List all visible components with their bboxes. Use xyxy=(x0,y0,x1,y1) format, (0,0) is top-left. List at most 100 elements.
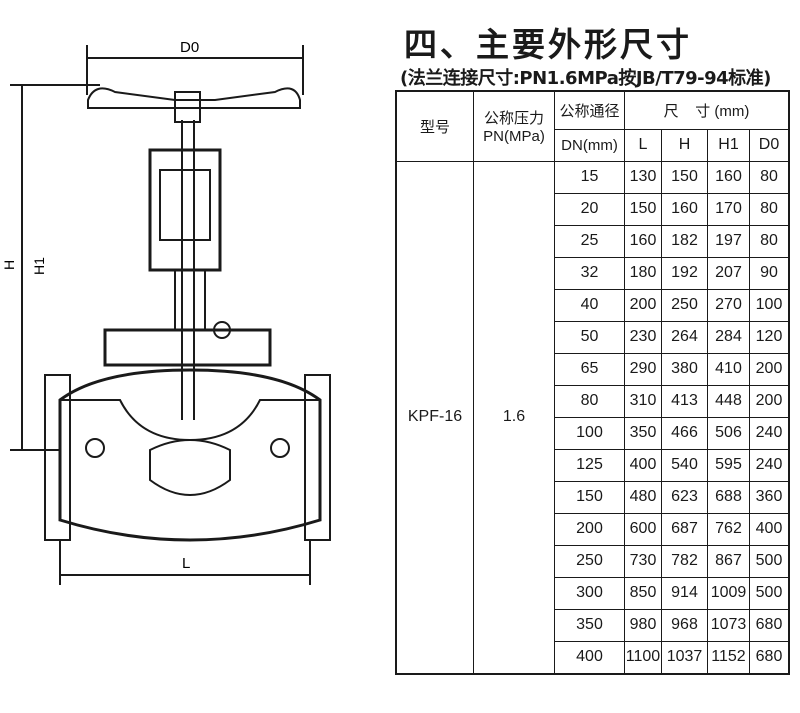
l-cell: 310 xyxy=(624,384,662,418)
dn-cell: 25 xyxy=(554,224,625,258)
l-cell: 350 xyxy=(624,416,662,450)
h1-cell: 688 xyxy=(707,480,750,514)
h1-cell: 160 xyxy=(707,160,750,194)
h-cell: 413 xyxy=(661,384,708,418)
dn-cell: 32 xyxy=(554,256,625,290)
l-cell: 230 xyxy=(624,320,662,354)
h-cell: 540 xyxy=(661,448,708,482)
h-cell: 782 xyxy=(661,544,708,578)
section-title: 四、主要外形尺寸 xyxy=(404,25,692,64)
h-cell: 182 xyxy=(661,224,708,258)
header-dimensions: 尺 寸 (mm) xyxy=(624,90,790,130)
dn-cell: 40 xyxy=(554,288,625,322)
dn-cell: 65 xyxy=(554,352,625,386)
d0-cell: 200 xyxy=(749,352,790,386)
d0-cell: 80 xyxy=(749,192,790,226)
dn-cell: 50 xyxy=(554,320,625,354)
header-h: H xyxy=(661,128,708,162)
h-cell: 150 xyxy=(661,160,708,194)
d0-cell: 500 xyxy=(749,544,790,578)
h1-cell: 170 xyxy=(707,192,750,226)
pressure-cell: 1.6 xyxy=(473,160,555,674)
h-cell: 968 xyxy=(661,608,708,642)
header-l: L xyxy=(624,128,662,162)
h1-cell: 207 xyxy=(707,256,750,290)
d0-cell: 240 xyxy=(749,448,790,482)
dn-cell: 150 xyxy=(554,480,625,514)
h1-cell: 270 xyxy=(707,288,750,322)
l-cell: 850 xyxy=(624,576,662,610)
dn-cell: 300 xyxy=(554,576,625,610)
l-cell: 480 xyxy=(624,480,662,514)
dn-cell: 400 xyxy=(554,640,625,674)
l-cell: 600 xyxy=(624,512,662,546)
h1-cell: 1073 xyxy=(707,608,750,642)
header-dn: DN(mm) xyxy=(554,128,625,162)
d0-cell: 680 xyxy=(749,640,790,674)
header-d0: D0 xyxy=(749,128,790,162)
header-diameter: 公称通径 xyxy=(554,90,625,130)
d0-cell: 500 xyxy=(749,576,790,610)
d0-cell: 80 xyxy=(749,224,790,258)
d0-cell: 80 xyxy=(749,160,790,194)
h1-cell: 1009 xyxy=(707,576,750,610)
h-cell: 466 xyxy=(661,416,708,450)
d0-cell: 240 xyxy=(749,416,790,450)
d0-cell: 120 xyxy=(749,320,790,354)
h1-cell: 410 xyxy=(707,352,750,386)
h-cell: 192 xyxy=(661,256,708,290)
h1-cell: 284 xyxy=(707,320,750,354)
dn-cell: 20 xyxy=(554,192,625,226)
l-cell: 160 xyxy=(624,224,662,258)
dn-cell: 250 xyxy=(554,544,625,578)
model-cell: KPF-16 xyxy=(395,160,474,674)
h-cell: 264 xyxy=(661,320,708,354)
header-pressure-line2: PN(MPa) xyxy=(483,128,545,146)
h1-cell: 448 xyxy=(707,384,750,418)
h-cell: 623 xyxy=(661,480,708,514)
d0-label: D0 xyxy=(180,39,199,56)
dn-cell: 100 xyxy=(554,416,625,450)
h-cell: 160 xyxy=(661,192,708,226)
h1-cell: 595 xyxy=(707,448,750,482)
l-cell: 180 xyxy=(624,256,662,290)
header-h1: H1 xyxy=(707,128,750,162)
d0-cell: 90 xyxy=(749,256,790,290)
h1-cell: 762 xyxy=(707,512,750,546)
l-cell: 1100 xyxy=(624,640,662,674)
dn-cell: 125 xyxy=(554,448,625,482)
h1-cell: 506 xyxy=(707,416,750,450)
h1-cell: 867 xyxy=(707,544,750,578)
dn-cell: 80 xyxy=(554,384,625,418)
h-cell: 687 xyxy=(661,512,708,546)
l-cell: 730 xyxy=(624,544,662,578)
section-subtitle: (法兰连接尺寸:PN1.6MPa按JB/T79-94标准) xyxy=(400,68,771,89)
dn-cell: 15 xyxy=(554,160,625,194)
dn-cell: 200 xyxy=(554,512,625,546)
valve-drawing: D0 H H1 L xyxy=(1,39,331,585)
l-cell: 200 xyxy=(624,288,662,322)
d0-cell: 680 xyxy=(749,608,790,642)
l-cell: 130 xyxy=(624,160,662,194)
l-label: L xyxy=(182,555,190,572)
h-cell: 380 xyxy=(661,352,708,386)
d0-cell: 100 xyxy=(749,288,790,322)
h-cell: 914 xyxy=(661,576,708,610)
l-cell: 290 xyxy=(624,352,662,386)
h-cell: 250 xyxy=(661,288,708,322)
header-model: 型号 xyxy=(395,90,474,162)
d0-cell: 360 xyxy=(749,480,790,514)
l-cell: 150 xyxy=(624,192,662,226)
